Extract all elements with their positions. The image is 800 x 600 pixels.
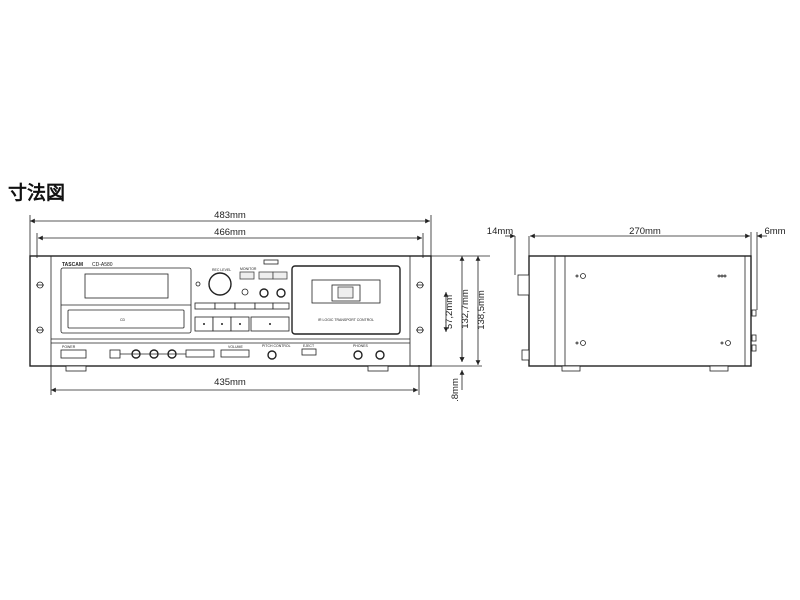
- dim-foot: .8mm: [450, 340, 465, 402]
- svg-text:REC LEVEL: REC LEVEL: [212, 268, 231, 272]
- svg-text:14mm: 14mm: [487, 226, 513, 237]
- svg-text:435mm: 435mm: [214, 377, 246, 388]
- dim-270: 270mm: [530, 226, 752, 256]
- svg-text:MONITOR: MONITOR: [240, 267, 257, 271]
- svg-text:57,2mm: 57,2mm: [444, 295, 455, 329]
- svg-text:IR LOGIC TRANSPORT CONTROL: IR LOGIC TRANSPORT CONTROL: [318, 318, 374, 322]
- svg-text:483mm: 483mm: [214, 210, 246, 221]
- dim-138-5: 138,5mm: [390, 256, 487, 367]
- front-view: TASCAM CD-A580 CD REC LEVEL MONITOR IR L…: [29, 255, 432, 372]
- svg-text:132,7mm: 132,7mm: [460, 289, 471, 329]
- svg-text:.8mm: .8mm: [450, 378, 461, 402]
- svg-text:PHONES: PHONES: [353, 344, 368, 348]
- svg-text:466mm: 466mm: [214, 227, 246, 238]
- side-view: [517, 255, 757, 372]
- svg-text:270mm: 270mm: [629, 226, 661, 237]
- svg-text:EJECT: EJECT: [303, 344, 315, 348]
- svg-text:6mm: 6mm: [764, 226, 785, 237]
- svg-text:138,5mm: 138,5mm: [476, 290, 487, 330]
- dim-435: 435mm: [50, 365, 420, 395]
- svg-text:VOLUME: VOLUME: [228, 345, 243, 349]
- dim-483: 483mm: [29, 210, 432, 258]
- dim-466: 466mm: [36, 227, 424, 258]
- dim-57-2: 57,2mm: [443, 292, 455, 332]
- svg-text:POWER: POWER: [62, 345, 76, 349]
- dim-6: 6mm: [756, 226, 786, 310]
- brand-logo: TASCAM: [62, 262, 83, 268]
- page-title: 寸法図: [8, 182, 66, 204]
- model-name: CD-A580: [92, 262, 113, 268]
- svg-text:PITCH CONTROL: PITCH CONTROL: [262, 344, 291, 348]
- dim-14: 14mm: [487, 226, 530, 275]
- svg-text:CD: CD: [120, 318, 126, 322]
